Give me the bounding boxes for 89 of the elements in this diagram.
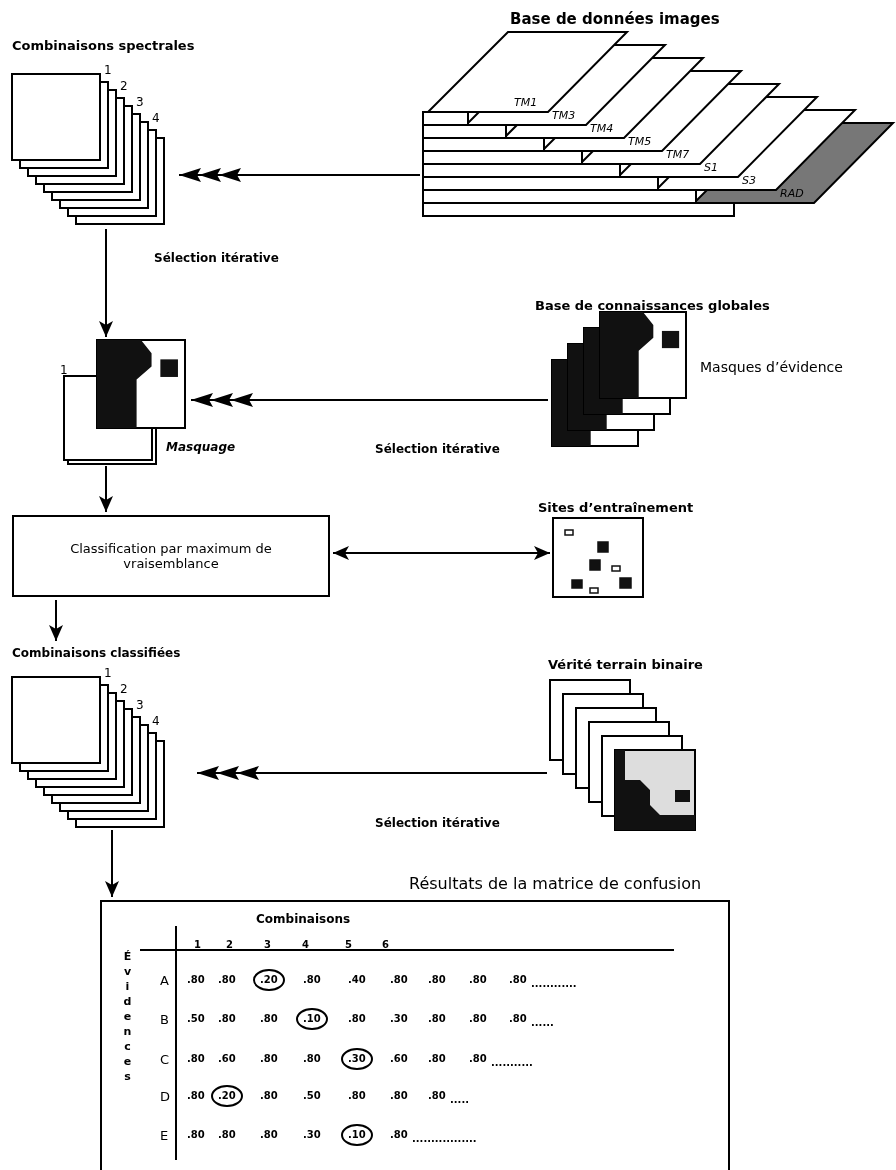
stack-number: 4	[152, 112, 160, 124]
row-letter: A	[160, 974, 169, 987]
table-value: .80	[303, 975, 321, 985]
layer-label: TM1	[514, 97, 538, 108]
table-value: .60	[218, 1054, 236, 1064]
heading-text: Combinaisons classifiées	[12, 646, 181, 660]
table-value: .80	[187, 1091, 205, 1101]
axis-title: Combinaisons	[256, 913, 351, 925]
stack-number: 3	[136, 96, 144, 108]
table-value: .80	[303, 1054, 321, 1064]
layer-label: S1	[704, 162, 718, 173]
table-value: .80	[348, 1091, 366, 1101]
stack-number: 2	[120, 683, 128, 695]
table-value: .80	[509, 1014, 527, 1024]
layer-label: TM3	[552, 110, 576, 121]
heading-text: Base de données images	[510, 10, 720, 28]
column-number: 6	[382, 940, 389, 950]
table-value: .80	[390, 1130, 408, 1140]
arrow	[105, 829, 119, 898]
table-value: .80	[348, 1014, 366, 1024]
arrow	[49, 599, 63, 642]
stack-number: 1	[104, 64, 112, 76]
circled-value: .30	[341, 1048, 373, 1070]
circled-value: .20	[211, 1085, 243, 1107]
table-value: .80	[469, 1054, 487, 1064]
table-value: .50	[187, 1014, 205, 1024]
table-value: .80	[187, 1130, 205, 1140]
table-value: .80	[218, 1130, 236, 1140]
table-value: .80	[469, 975, 487, 985]
column-number: 4	[302, 940, 309, 950]
circled-value: .10	[341, 1124, 373, 1146]
table-value: .80	[260, 1091, 278, 1101]
table-value: .40	[348, 975, 366, 985]
row-letter: B	[160, 1013, 169, 1026]
ellipsis: ...........	[491, 1058, 533, 1068]
stack-number: 1	[60, 364, 68, 376]
heading-text: Combinaisons spectrales	[12, 38, 195, 53]
table-value: .80	[428, 1014, 446, 1024]
column-number: 1	[194, 940, 201, 950]
table-value: .80	[218, 975, 236, 985]
table-value: .80	[428, 1091, 446, 1101]
axis-title: Évidences	[122, 950, 133, 1085]
heading-text: Sites d’entraînement	[538, 500, 694, 515]
table-value: .80	[260, 1054, 278, 1064]
row-letter: D	[160, 1090, 170, 1103]
table-value: .80	[218, 1014, 236, 1024]
stack-number: 1	[104, 667, 112, 679]
heading-text: Résultats de la matrice de confusion	[409, 874, 702, 893]
layer-label: RAD	[780, 188, 804, 199]
table-value: .80	[187, 975, 205, 985]
arrow	[332, 546, 551, 560]
table-value: .80	[187, 1054, 205, 1064]
table-value: .80	[260, 1130, 278, 1140]
table-value: .30	[303, 1130, 321, 1140]
arrow	[99, 228, 113, 338]
heading-text: Vérité terrain binaire	[548, 657, 703, 672]
ellipsis: .................	[412, 1134, 477, 1144]
caption-text: Masques d’évidence	[700, 359, 843, 375]
stack-number: 3	[136, 699, 144, 711]
layer-label: TM5	[628, 136, 652, 147]
caption-text: Masquage	[166, 440, 236, 454]
table-value: .80	[428, 975, 446, 985]
circled-value: .20	[253, 969, 285, 991]
ellipsis: ......	[531, 1018, 554, 1028]
table-value: .80	[428, 1054, 446, 1064]
column-number: 3	[264, 940, 271, 950]
layer-label: TM4	[590, 123, 614, 134]
layer-label: S3	[742, 175, 756, 186]
stack-number: 4	[152, 715, 160, 727]
column-number: 5	[345, 940, 352, 950]
heading-text: Base de connaissances globales	[535, 298, 770, 313]
table-value: .50	[303, 1091, 321, 1101]
ellipsis: .....	[450, 1095, 469, 1105]
process-box: Classification par maximum de vraisemblance	[12, 515, 330, 597]
circled-value: .10	[296, 1008, 328, 1030]
table-value: .80	[469, 1014, 487, 1024]
table-value: .80	[260, 1014, 278, 1024]
table-value: .80	[390, 975, 408, 985]
ellipsis: ............	[531, 979, 577, 989]
column-number: 2	[226, 940, 233, 950]
layer-label: TM7	[666, 149, 690, 160]
stack-number: 2	[120, 80, 128, 92]
table-value: .30	[390, 1014, 408, 1024]
row-letter: E	[160, 1129, 169, 1142]
row-letter: C	[160, 1053, 170, 1066]
arrow	[99, 465, 113, 513]
table-value: .80	[509, 975, 527, 985]
table-value: .80	[390, 1091, 408, 1101]
table-value: .60	[390, 1054, 408, 1064]
